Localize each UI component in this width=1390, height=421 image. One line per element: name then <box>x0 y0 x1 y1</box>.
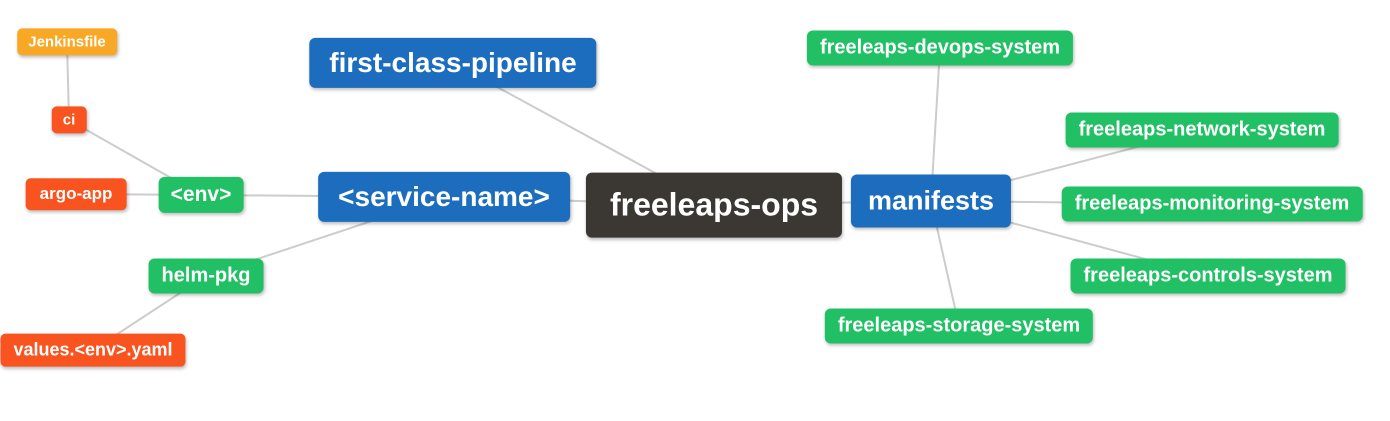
node-env[interactable]: <env> <box>158 176 244 214</box>
node-values-env-yaml[interactable]: values.<env>.yaml <box>0 333 186 367</box>
node-storage-system[interactable]: freeleaps-storage-system <box>824 308 1094 344</box>
node-devops-system[interactable]: freeleaps-devops-system <box>806 30 1074 66</box>
node-manifests[interactable]: manifests <box>850 174 1012 228</box>
node-ci[interactable]: ci <box>51 106 87 134</box>
node-freeleaps-ops[interactable]: freeleaps-ops <box>585 172 843 238</box>
node-argo-app[interactable]: argo-app <box>25 178 127 210</box>
node-first-class-pipeline[interactable]: first-class-pipeline <box>309 37 597 89</box>
node-network-system[interactable]: freeleaps-network-system <box>1065 112 1339 148</box>
node-monitoring-system[interactable]: freeleaps-monitoring-system <box>1061 186 1363 222</box>
node-jenkinsfile[interactable]: Jenkinsfile <box>17 28 117 56</box>
node-controls-system[interactable]: freeleaps-controls-system <box>1070 258 1346 294</box>
node-helm-pkg[interactable]: helm-pkg <box>148 258 264 294</box>
node-service-name[interactable]: <service-name> <box>318 171 570 223</box>
